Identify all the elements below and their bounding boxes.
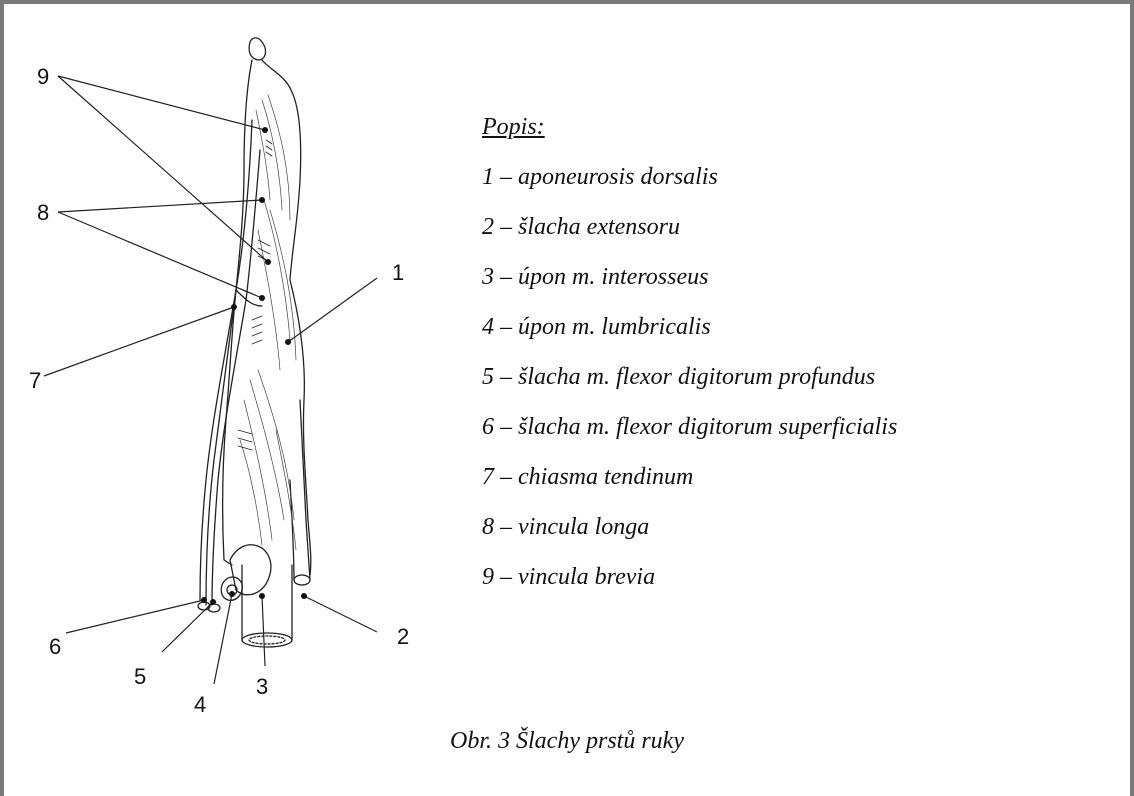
leader-4 bbox=[214, 594, 232, 684]
callout-8: 8 bbox=[37, 200, 49, 225]
legend-item-3: 3 – úpon m. interosseus bbox=[482, 262, 897, 292]
legend-item-4: 4 – úpon m. lumbricalis bbox=[482, 312, 897, 342]
leader-8a bbox=[58, 200, 262, 212]
extensor-tendon-end bbox=[294, 575, 310, 585]
callout-4: 4 bbox=[194, 692, 206, 717]
callout-3: 3 bbox=[256, 674, 268, 699]
callout-9: 9 bbox=[37, 64, 49, 89]
bone-shaft bbox=[242, 565, 292, 640]
leader-1 bbox=[288, 278, 377, 342]
leader-5 bbox=[162, 602, 213, 652]
legend-item-8: 8 – vincula longa bbox=[482, 512, 897, 542]
legend-item-6: 6 – šlacha m. flexor digitorum superfici… bbox=[482, 412, 897, 442]
leader-8b bbox=[58, 212, 262, 298]
callout-6: 6 bbox=[49, 634, 61, 659]
leader-lines bbox=[44, 76, 377, 684]
leader-6 bbox=[66, 600, 204, 633]
legend-item-9: 9 – vincula brevia bbox=[482, 562, 897, 592]
callout-5: 5 bbox=[134, 664, 146, 689]
bone-marrow bbox=[249, 636, 285, 644]
callout-2: 2 bbox=[397, 624, 409, 649]
finger-tendon-illustration: 9 8 7 1 2 3 4 5 6 bbox=[0, 0, 470, 720]
finger-tip bbox=[249, 38, 265, 60]
leader-7 bbox=[44, 307, 234, 376]
legend-item-2: 2 – šlacha extensoru bbox=[482, 212, 897, 242]
legend-item-1: 1 – aponeurosis dorsalis bbox=[482, 162, 897, 192]
callout-7: 7 bbox=[29, 368, 41, 393]
leader-3 bbox=[262, 596, 265, 666]
figure-caption: Obr. 3 Šlachy prstů ruky bbox=[0, 728, 1134, 755]
leader-2 bbox=[304, 596, 377, 632]
legend-item-5: 5 – šlacha m. flexor digitorum profundus bbox=[482, 362, 897, 392]
finger-outline bbox=[223, 60, 311, 575]
leader-dots bbox=[201, 127, 307, 605]
legend: Popis: 1 – aponeurosis dorsalis 2 – šlac… bbox=[482, 112, 897, 612]
callout-1: 1 bbox=[392, 260, 404, 285]
aponeurosis-fibers bbox=[240, 95, 296, 550]
legend-item-7: 7 – chiasma tendinum bbox=[482, 462, 897, 492]
legend-heading: Popis: bbox=[482, 112, 897, 142]
extensor-tendon bbox=[290, 400, 310, 580]
